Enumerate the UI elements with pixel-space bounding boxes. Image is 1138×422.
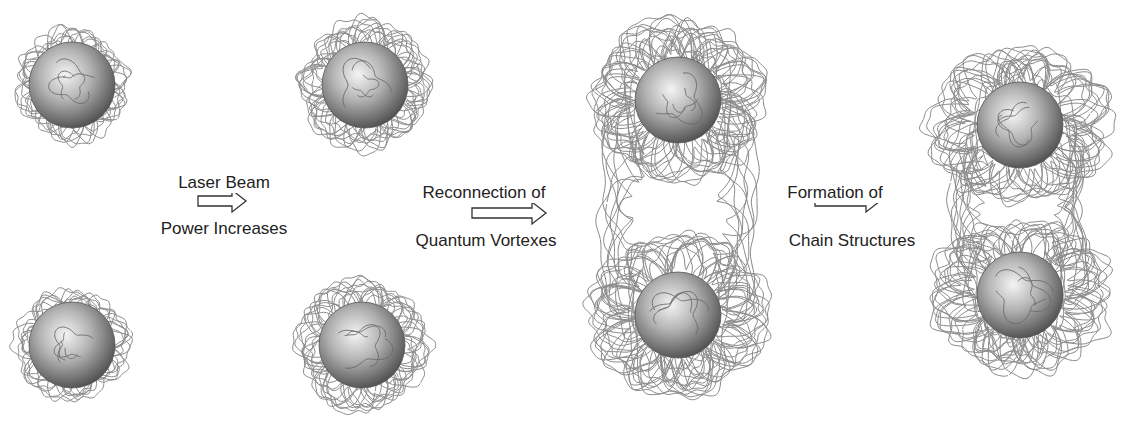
vortex-line <box>297 13 433 156</box>
vortex-line <box>594 29 766 173</box>
particle-sphere <box>319 302 405 388</box>
vortex-line <box>663 94 698 117</box>
vortex-line <box>591 25 766 172</box>
vortex-line <box>345 339 393 369</box>
vortex-line <box>610 37 744 389</box>
vortex-line <box>947 61 1085 364</box>
vortex-line <box>996 270 1053 292</box>
vortex-line <box>650 291 698 334</box>
vortex-line <box>999 107 1030 121</box>
vortex-line <box>607 39 742 389</box>
step-label: Quantum Vortexes <box>413 231 560 251</box>
vortex-line <box>302 282 429 407</box>
vortex-line <box>352 61 391 92</box>
vortex-line <box>963 65 1077 349</box>
vortex-line <box>591 239 771 382</box>
process-arrow <box>472 202 546 224</box>
vortex-line <box>15 34 131 136</box>
vortex-line <box>606 55 749 387</box>
vortex-line <box>654 293 682 324</box>
particle-sphere <box>977 82 1063 168</box>
vortex-line <box>963 65 1078 338</box>
vortex-line <box>996 291 1046 324</box>
vortex-line <box>998 115 1038 145</box>
vortex-line <box>309 27 420 141</box>
vortex-line <box>58 71 74 99</box>
step-label: Reconnection of <box>420 183 549 203</box>
vortex-line <box>296 23 425 142</box>
vortex-line <box>358 75 379 97</box>
particle-sphere <box>322 42 408 128</box>
vortex-line <box>17 296 130 401</box>
vortex-line <box>296 20 429 151</box>
vortex-line <box>352 87 373 97</box>
vortex-line <box>959 83 1083 363</box>
vortex-line <box>10 293 133 400</box>
particle-sphere <box>635 272 721 358</box>
vortex-line <box>307 24 422 148</box>
vortex-line <box>343 58 370 107</box>
vortex-line <box>18 288 126 402</box>
step-label: Chain Structures <box>786 231 919 251</box>
process-arrow <box>198 190 246 212</box>
particle-sphere <box>635 57 721 143</box>
particle-sphere <box>29 42 115 128</box>
step-label: Formation of <box>784 183 885 203</box>
vortex-line <box>23 290 133 397</box>
vortex-line <box>311 287 414 410</box>
vortex-line <box>345 325 381 367</box>
vortex-line <box>55 327 93 363</box>
vortex-line <box>1018 278 1035 306</box>
vortex-line <box>656 73 702 124</box>
vortex-line <box>303 280 422 408</box>
vortex-line <box>18 30 127 143</box>
vortex-line <box>960 77 1077 351</box>
particle-sphere <box>977 252 1063 338</box>
particle-sphere <box>29 302 115 388</box>
vortex-line <box>21 295 128 396</box>
vortex-line <box>63 74 85 99</box>
vortex-line <box>303 17 432 150</box>
vortex-line <box>301 284 429 414</box>
vortex-line <box>652 293 708 311</box>
vortex-line <box>65 348 78 359</box>
vortex-line <box>685 88 696 111</box>
vortex-line <box>938 222 1101 371</box>
step-label: Laser Beam <box>175 173 273 193</box>
vortex-line <box>54 333 80 358</box>
vortex-line <box>49 76 89 104</box>
step-label: Power Increases <box>158 219 291 239</box>
vortex-line <box>1019 267 1051 312</box>
vortex-line <box>15 28 131 141</box>
vortex-line <box>658 293 691 313</box>
vortex-line <box>24 25 120 144</box>
vortex-line <box>299 20 429 144</box>
vortex-line <box>21 30 127 144</box>
vortex-line <box>299 27 430 140</box>
